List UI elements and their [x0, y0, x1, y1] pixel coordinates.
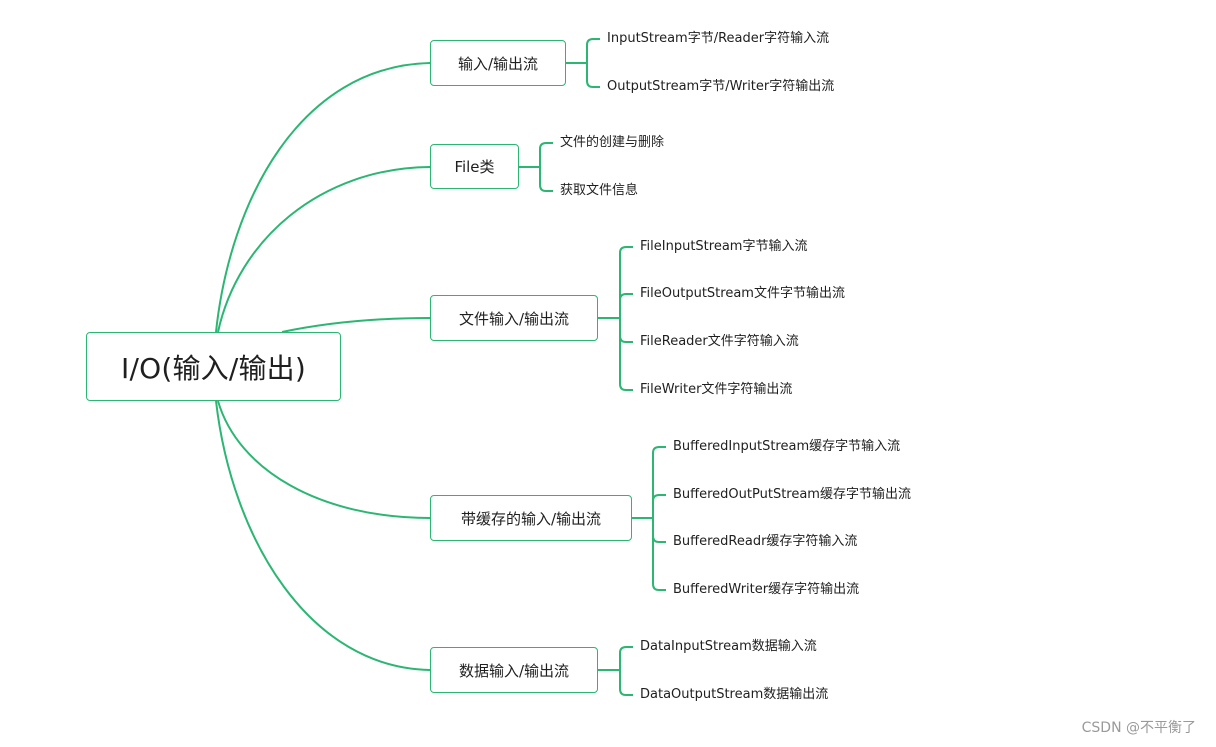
leaf-inputstream-reader[interactable]: InputStream字节/Reader字符输入流: [607, 31, 830, 46]
bracket-buffered-streams-leaf-1: [652, 494, 666, 502]
bracket-data-streams-leaf-1: [619, 688, 633, 696]
connector-root-file-class: [217, 166, 431, 333]
root-node[interactable]: I/O(输入/输出): [86, 332, 341, 401]
leaf-filereader[interactable]: FileReader文件字符输入流: [640, 334, 799, 349]
bracket-file-class-leaf-1: [539, 184, 553, 192]
bracket-io-streams-leaf-1: [586, 80, 600, 88]
branch-node-io-streams[interactable]: 输入/输出流: [430, 40, 566, 86]
leaf-bufferedwriter[interactable]: BufferedWriter缓存字符输出流: [673, 582, 860, 597]
leaf-file-create-delete[interactable]: 文件的创建与删除: [560, 135, 665, 150]
bracket-io-streams-leaf-0: [586, 38, 600, 46]
bracket-file-streams-leaf-3: [619, 383, 633, 391]
leaf-fileinputstream[interactable]: FileInputStream字节输入流: [640, 239, 808, 254]
branch-label-data-streams: 数据输入/输出流: [458, 661, 570, 680]
connector-root-buffered-streams: [217, 400, 431, 519]
leaf-filewriter[interactable]: FileWriter文件字符输出流: [640, 382, 793, 397]
leaf-outputstream-writer[interactable]: OutputStream字节/Writer字符输出流: [607, 79, 835, 94]
leaf-datainputstream[interactable]: DataInputStream数据输入流: [640, 639, 817, 654]
bracket-file-class-leaf-0: [539, 142, 553, 150]
leaf-dataoutputstream[interactable]: DataOutputStream数据输出流: [640, 687, 829, 702]
root-node-label: I/O(输入/输出): [120, 351, 306, 385]
connector-root-data-streams: [215, 400, 431, 671]
leaf-file-info[interactable]: 获取文件信息: [560, 183, 639, 198]
connector-root-file-streams: [281, 317, 431, 333]
bracket-buffered-streams-leaf-0: [652, 446, 666, 454]
connector-root-io-streams: [215, 62, 431, 333]
branch-label-file-streams: 文件输入/输出流: [458, 309, 570, 328]
bracket-file-streams-leaf-0: [619, 246, 633, 254]
leaf-bufferedoutputstream[interactable]: BufferedOutPutStream缓存字节输出流: [673, 487, 911, 502]
bracket-buffered-streams-leaf-2: [652, 535, 666, 543]
branch-node-data-streams[interactable]: 数据输入/输出流: [430, 647, 598, 693]
watermark: CSDN @不平衡了: [1081, 720, 1196, 736]
leaf-bufferedreader[interactable]: BufferedReadr缓存字符输入流: [673, 534, 858, 549]
bracket-file-streams-leaf-1: [619, 293, 633, 301]
bracket-file-streams-leaf-2: [619, 335, 633, 343]
leaf-bufferedinputstream[interactable]: BufferedInputStream缓存字节输入流: [673, 439, 901, 454]
bracket-data-streams-leaf-0: [619, 646, 633, 654]
branch-node-file-class[interactable]: File类: [430, 144, 519, 189]
leaf-fileoutputstream[interactable]: FileOutputStream文件字节输出流: [640, 286, 845, 301]
branch-label-buffered-streams: 带缓存的输入/输出流: [460, 509, 602, 528]
branch-node-file-streams[interactable]: 文件输入/输出流: [430, 295, 598, 341]
branch-node-buffered-streams[interactable]: 带缓存的输入/输出流: [430, 495, 632, 541]
branch-label-file-class: File类: [454, 158, 495, 176]
branch-label-io-streams: 输入/输出流: [457, 54, 539, 73]
bracket-buffered-streams-leaf-3: [652, 583, 666, 591]
